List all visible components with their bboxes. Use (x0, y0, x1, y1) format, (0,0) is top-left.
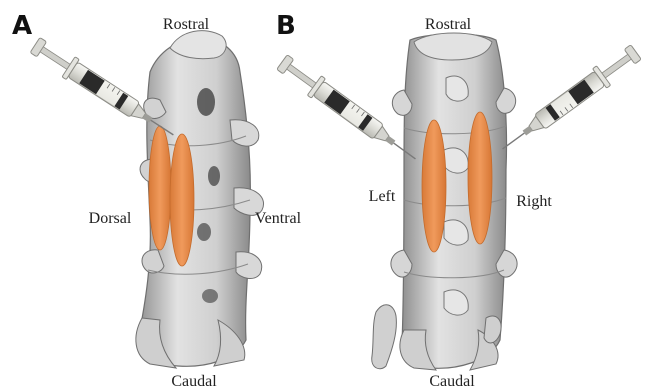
label-ventral: Ventral (255, 210, 302, 227)
panel-letter: B (276, 11, 296, 41)
label-caudal: Caudal (171, 373, 217, 390)
panel-b: B Rostral Left Right Caudal (275, 11, 643, 390)
bone-fragment (372, 305, 397, 369)
panel-a: A Rostral Dorsal Ventral Caudal (12, 11, 302, 390)
panel-letter: A (12, 11, 32, 41)
label-left: Left (369, 188, 396, 205)
injection-depot-right (468, 112, 492, 244)
injection-depot (170, 134, 194, 266)
injection-depot (149, 126, 171, 250)
injection-depot-left (422, 120, 446, 252)
syringe-icon (495, 42, 643, 158)
label-dorsal: Dorsal (89, 210, 132, 227)
label-caudal: Caudal (429, 373, 475, 390)
label-rostral: Rostral (163, 16, 210, 33)
label-right: Right (516, 193, 552, 210)
label-rostral: Rostral (425, 16, 472, 33)
